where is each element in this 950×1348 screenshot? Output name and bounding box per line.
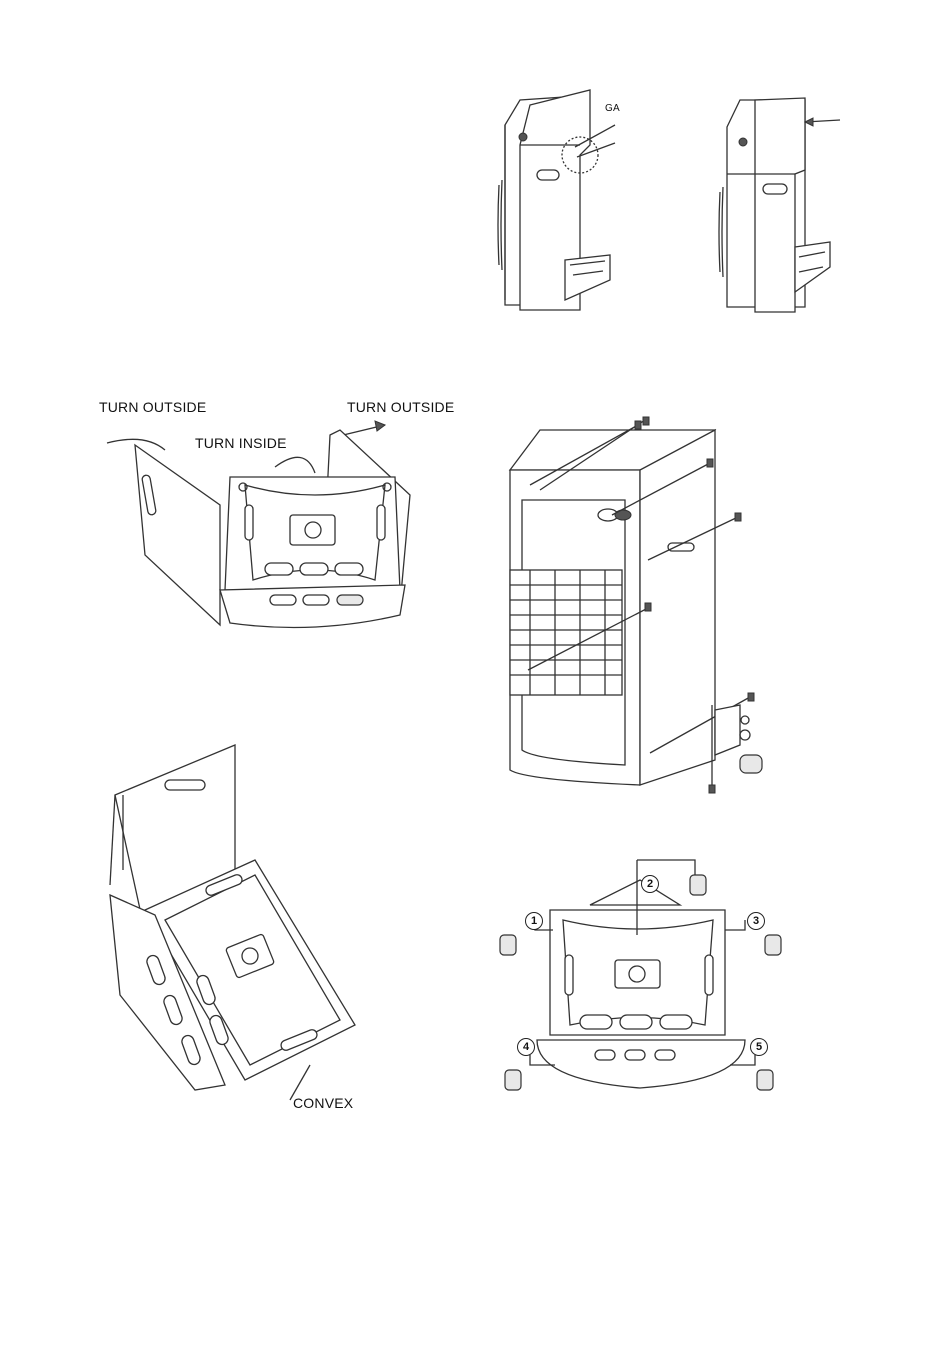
label-convex: CONVEX — [293, 1095, 353, 1111]
figure-heater-assembly — [500, 415, 780, 795]
callout-number-3: 3 — [747, 912, 765, 930]
callout-number-1: 1 — [525, 912, 543, 930]
figure-convex-assembly: CONVEX — [95, 745, 365, 1105]
figure-side-panel-fitting: GA — [495, 85, 625, 320]
callout-number-2: 2 — [641, 875, 659, 893]
figure-side-panel-fitted — [715, 92, 845, 317]
callout-number-5: 5 — [750, 1038, 768, 1056]
label-ga: GA — [605, 103, 620, 114]
callout-number-4: 4 — [517, 1038, 535, 1056]
figure-wheel-positions: 1 2 3 4 5 — [495, 860, 795, 1105]
